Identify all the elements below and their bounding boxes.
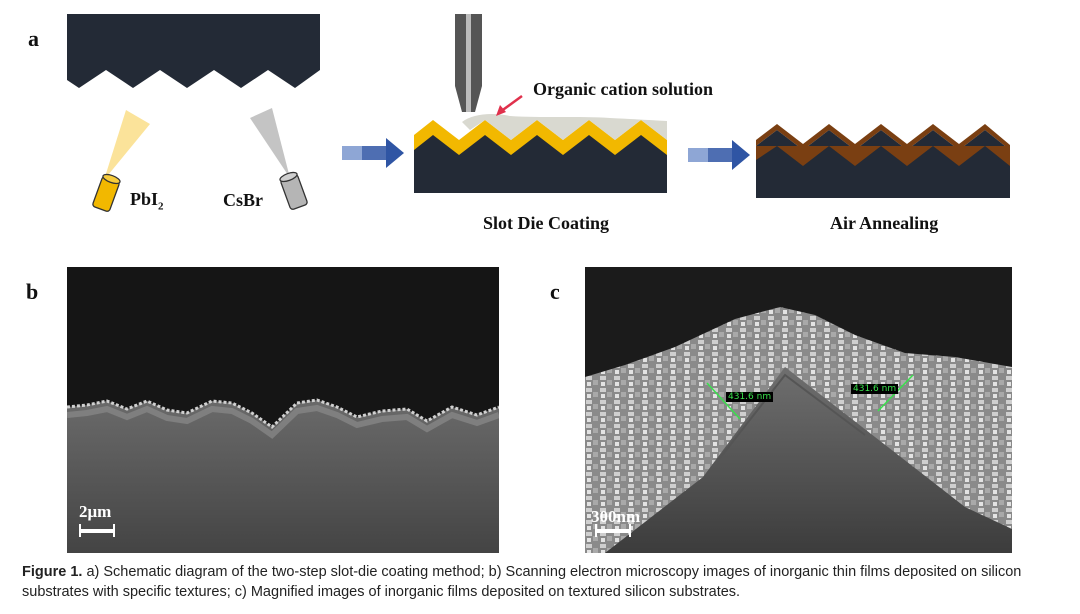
organic-cation-solution bbox=[462, 114, 667, 140]
csbr-vapor-cone bbox=[250, 108, 290, 178]
process-arrow-1 bbox=[342, 138, 404, 168]
step-annealing-label: Air Annealing bbox=[830, 213, 939, 233]
pbi2-csbr-layer bbox=[414, 120, 667, 155]
csbr-crucible-icon bbox=[279, 171, 308, 210]
scale-label-b: 2μm bbox=[79, 502, 112, 521]
scale-bar-b-tick-right bbox=[113, 524, 115, 537]
measure-label-1: 431.6 nm bbox=[726, 392, 774, 402]
scale-bar-b-tick-left bbox=[79, 524, 81, 537]
sem-cross-section bbox=[67, 267, 499, 553]
step-slot-die-label: Slot Die Coating bbox=[483, 213, 609, 233]
scale-bar-c bbox=[595, 529, 631, 533]
pbi2-vapor-cone bbox=[104, 110, 150, 180]
pbi2-crucible-icon bbox=[92, 173, 121, 212]
csbr-label: CsBr bbox=[223, 190, 263, 210]
pbi2-label: PbI2 bbox=[130, 189, 164, 213]
solution-label: Organic cation solution bbox=[533, 79, 714, 99]
slot-die-nozzle-icon bbox=[455, 14, 482, 112]
scale-bar-c-tick-left bbox=[595, 524, 597, 537]
figure-caption: Figure 1. a) Schematic diagram of the tw… bbox=[22, 562, 1062, 602]
caption-text: a) Schematic diagram of the two-step slo… bbox=[22, 564, 1022, 600]
scale-label-c: 300nm bbox=[591, 507, 641, 526]
sem-image-b: 2μm bbox=[67, 267, 499, 553]
panel-a-label: a bbox=[28, 26, 39, 51]
measure-line-1 bbox=[706, 382, 741, 420]
process-arrow-2 bbox=[688, 140, 750, 170]
scale-bar-b bbox=[79, 529, 115, 533]
schematic-diagram bbox=[67, 14, 1010, 212]
textured-substrate-top bbox=[67, 14, 320, 88]
sem-pyramid bbox=[585, 267, 1012, 553]
panel-c-label: c bbox=[550, 279, 560, 304]
scale-bar-c-tick-right bbox=[629, 524, 631, 537]
measure-label-2: 431.6 nm bbox=[851, 384, 899, 394]
caption-lead: Figure 1. bbox=[22, 564, 83, 580]
panel-b-label: b bbox=[26, 279, 39, 304]
perovskite-layer bbox=[756, 124, 1010, 166]
sem-image-c: 431.6 nm 431.6 nm 300nm bbox=[585, 267, 1012, 553]
